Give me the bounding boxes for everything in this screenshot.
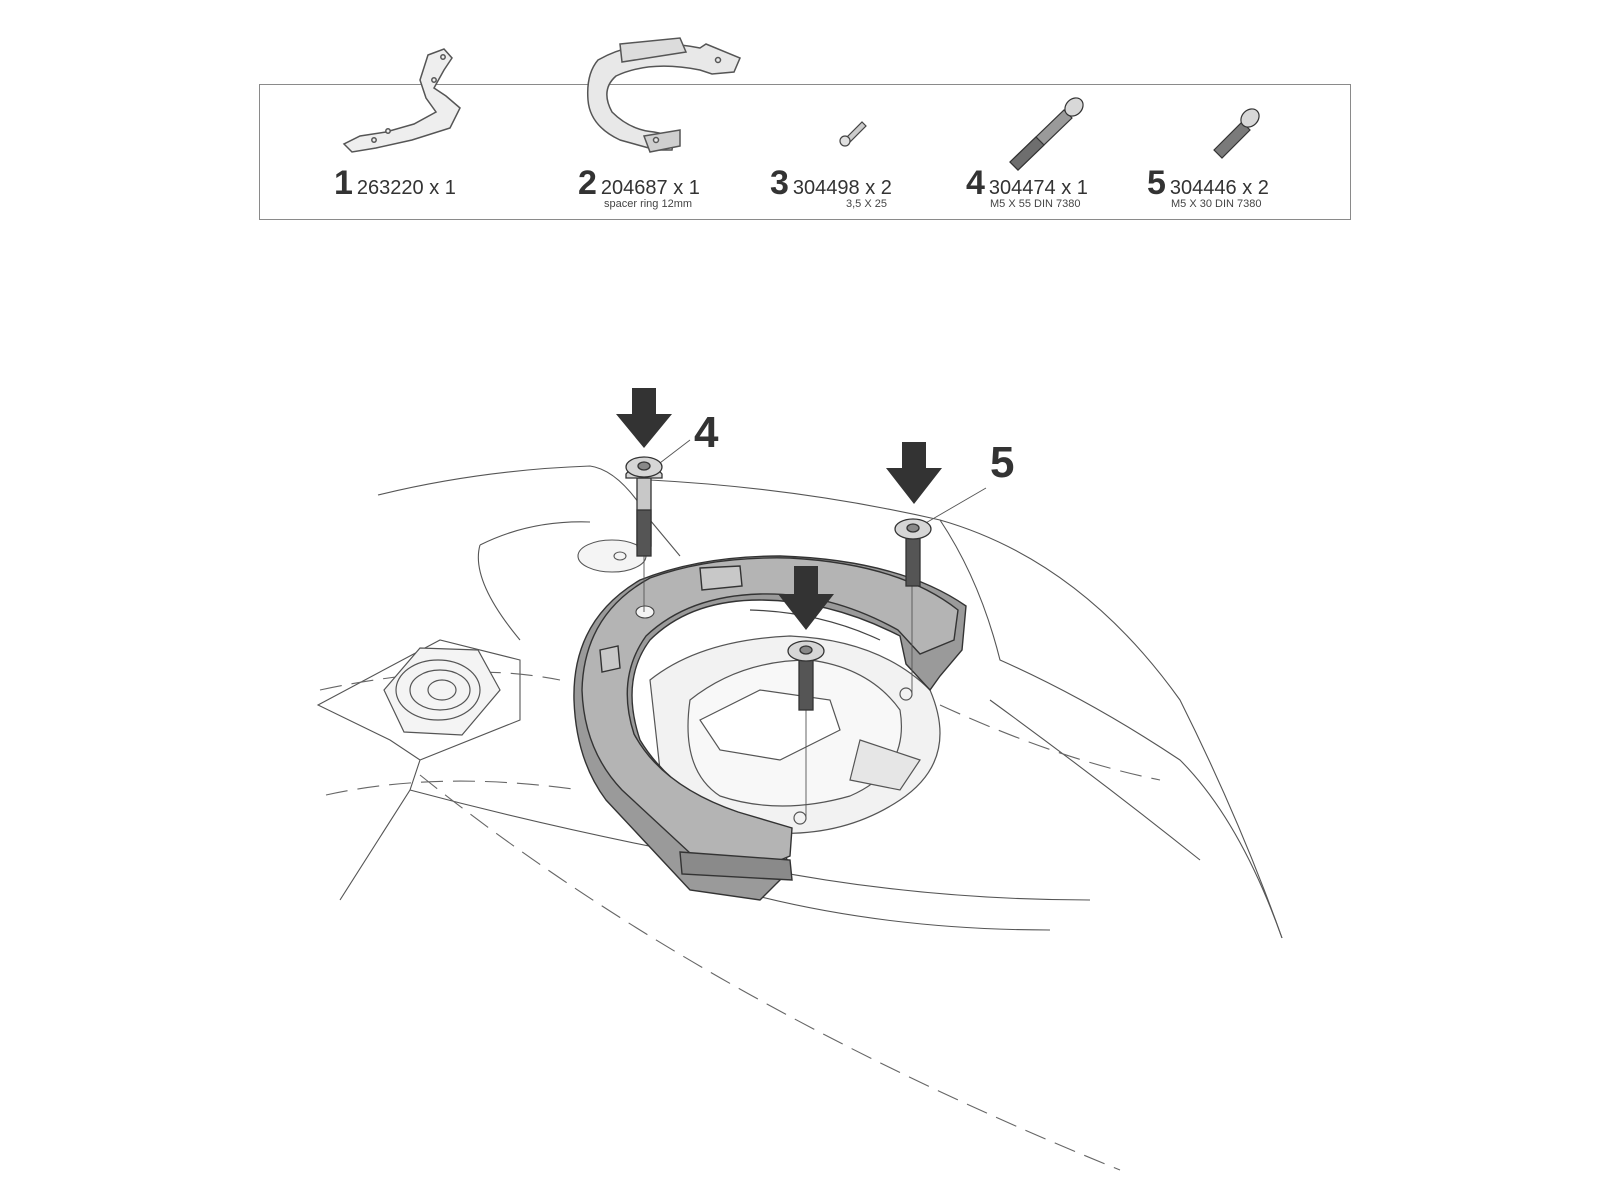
part-note: M5 X 55 DIN 7380: [990, 198, 1081, 210]
wood-screw-part-icon: [839, 121, 867, 147]
part-number: 3: [770, 164, 789, 202]
bracket-part-icon: [342, 48, 461, 153]
guide-lines: [643, 439, 987, 818]
spacer-ring-part-icon: [586, 37, 741, 153]
part-number: 1: [334, 164, 353, 202]
insert-arrows: [616, 388, 942, 630]
ring-holes: [635, 605, 655, 619]
short-bolt-part-icon: [1213, 108, 1260, 159]
long-bolt-assembly: [625, 456, 663, 557]
spacer-ring-assembly: [573, 555, 967, 901]
part-note: 3,5 X 25: [846, 198, 887, 210]
part-note: spacer ring 12mm: [604, 198, 693, 210]
parts-list-box: [259, 84, 1351, 220]
part-code: 304446 x 2: [1169, 177, 1269, 199]
down-arrow-icon: [616, 388, 672, 448]
part-code: 304474 x 1: [988, 177, 1088, 199]
center-bolt-assembly: [787, 640, 825, 711]
down-arrow-icon: [778, 566, 834, 630]
down-arrow-icon: [886, 442, 942, 504]
long-bolt-part-icon: [1009, 97, 1084, 171]
tank-boss: [577, 539, 647, 573]
part-note: M5 X 30 DIN 7380: [1171, 198, 1262, 210]
part-number: 5: [1147, 164, 1166, 202]
part-number: 2: [578, 164, 597, 202]
short-bolt-assembly: [894, 518, 932, 587]
callout-bolt-short: 5: [990, 438, 1015, 487]
tank-socket-left: [383, 647, 501, 736]
tank-outline: [316, 465, 1283, 939]
part-code: 263220 x 1: [356, 177, 456, 199]
callout-bolt-long: 4: [694, 408, 719, 457]
part-number: 4: [966, 164, 985, 202]
part-code: 204687 x 1: [600, 177, 700, 199]
part-code: 304498 x 2: [792, 177, 892, 199]
